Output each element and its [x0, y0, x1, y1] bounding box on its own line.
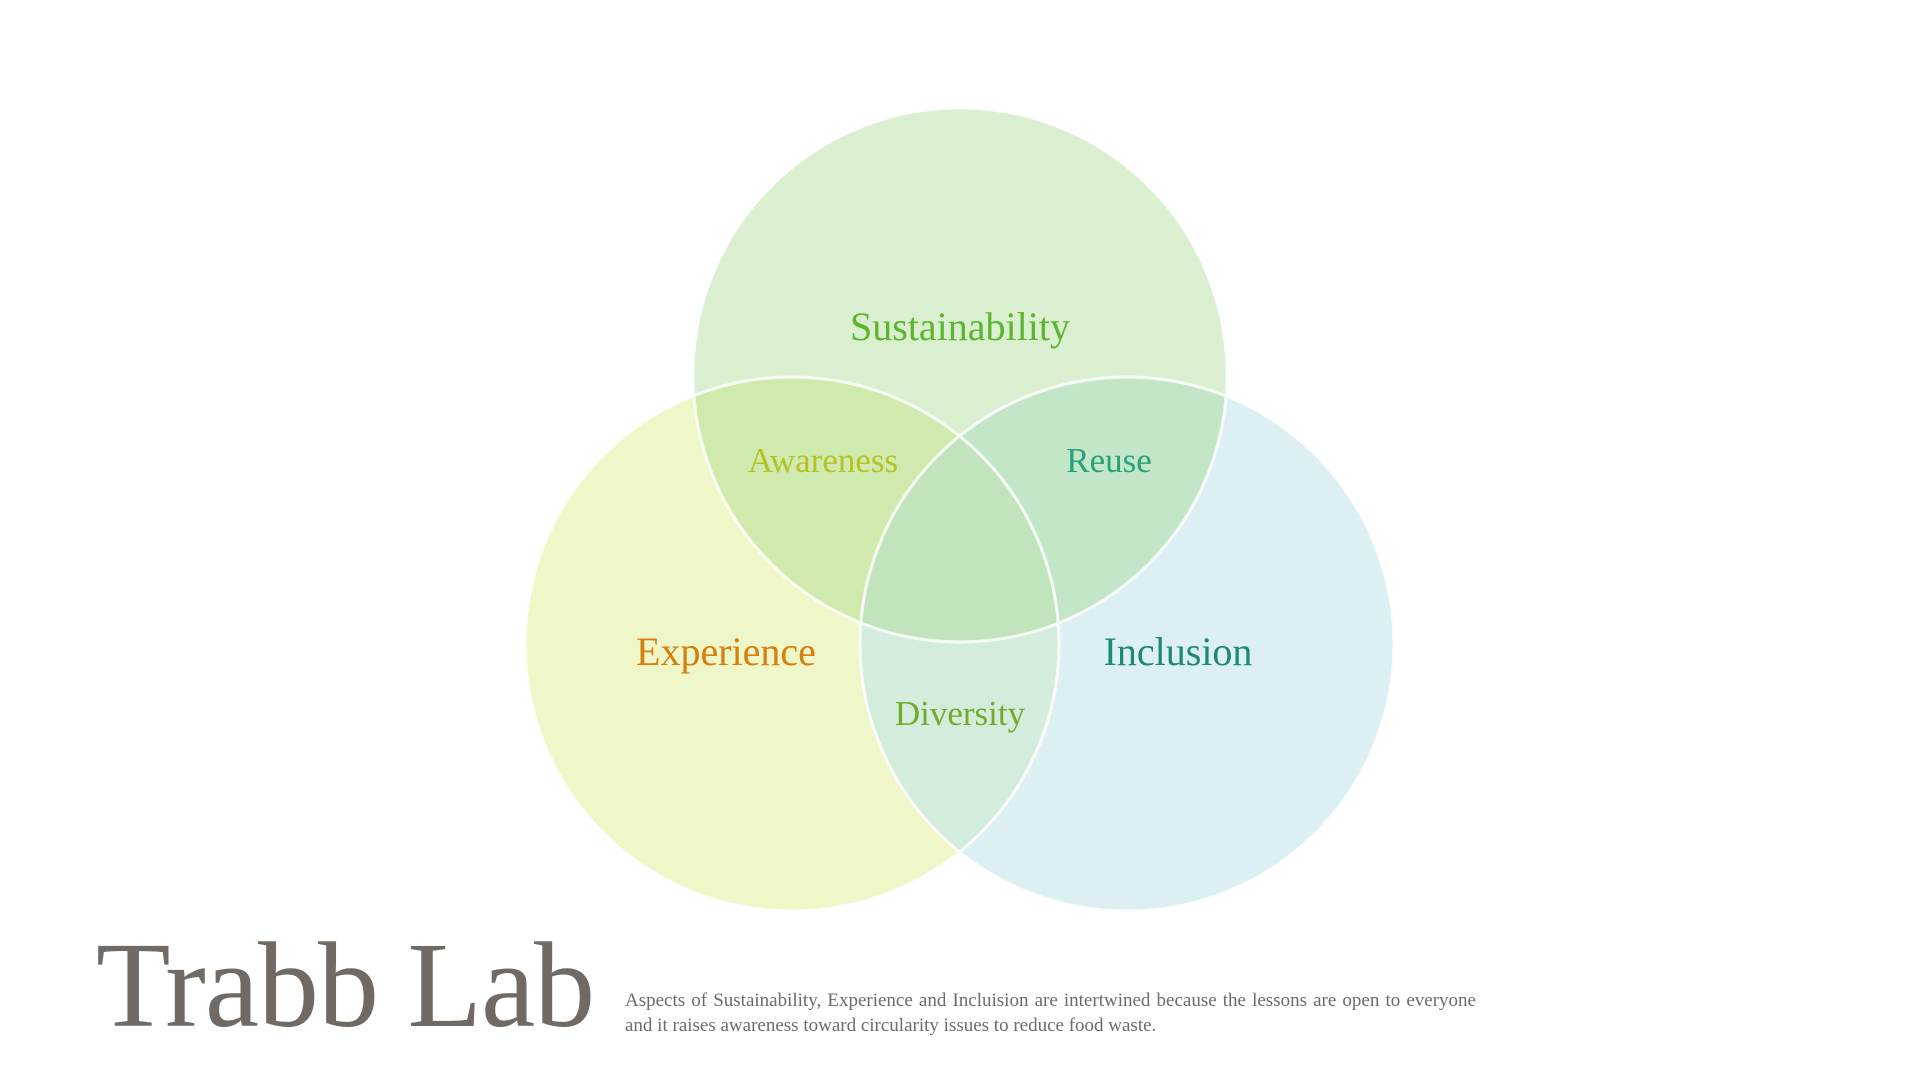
label-reuse: Reuse: [1066, 441, 1152, 480]
label-inclusion: Inclusion: [1104, 629, 1253, 674]
label-experience: Experience: [636, 629, 816, 674]
label-awareness: Awareness: [748, 441, 898, 480]
label-diversity: Diversity: [895, 694, 1026, 733]
brand-title: Trabb Lab: [96, 918, 595, 1053]
caption-text: Aspects of Sustainability, Experience an…: [625, 990, 1476, 1036]
label-sustainability: Sustainability: [850, 304, 1070, 349]
circle-outlines: [523, 106, 1396, 913]
